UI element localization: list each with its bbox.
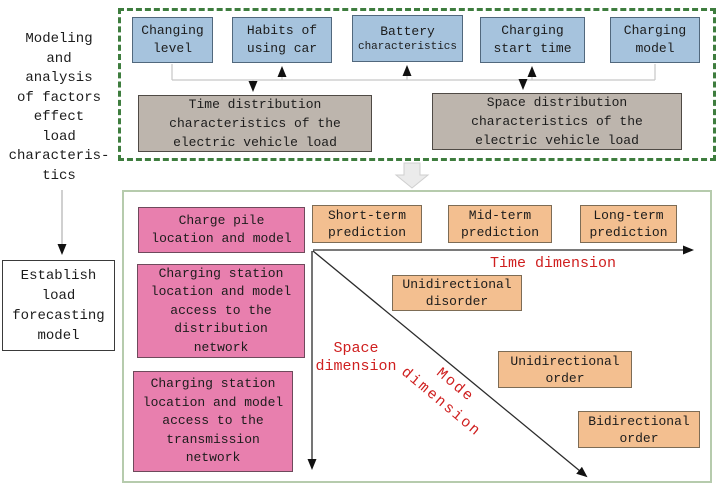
mode-box-bidirectional-order: Bidirectional order: [578, 411, 700, 448]
time-dimension-label: Time dimension: [489, 255, 617, 272]
factor-bus-lines: [171, 64, 656, 92]
space-box-label: Charging station location and model acce…: [150, 265, 292, 355]
factors-section-frame: [118, 8, 716, 161]
space-box-distribution-network: Charging station location and model acce…: [137, 264, 305, 358]
summary-label: Time distribution characteristics of the…: [169, 97, 341, 150]
time-box-label: Long-term prediction: [589, 208, 668, 240]
space-box-label: Charge pile location and model: [151, 212, 292, 247]
mode-box-label: Bidirectional order: [588, 413, 690, 446]
factor-box-battery-characteristics: Battery characteristics: [352, 15, 463, 62]
time-box-label: Mid-term prediction: [460, 208, 539, 240]
factor-label: Changing level: [141, 23, 204, 56]
page-title: Modeling and analysis of factors effect …: [8, 31, 110, 184]
mode-box-label: Unidirectional disorder: [402, 277, 512, 309]
mode-axis-arrow: [312, 250, 588, 478]
establish-load-forecasting-label: Establish load forecasting model: [12, 267, 105, 344]
factor-label: Battery: [380, 23, 435, 39]
time-box-long-term: Long-term prediction: [580, 205, 677, 243]
factor-sublabel: characteristics: [357, 40, 458, 53]
summary-box-space-distribution: Space distribution characteristics of th…: [432, 93, 682, 150]
factor-box-charging-model: Charging model: [610, 17, 700, 63]
space-box-charge-pile: Charge pile location and model: [138, 207, 305, 253]
factor-label: Habits of using car: [246, 23, 318, 56]
factor-label: Charging model: [623, 23, 687, 56]
space-box-transmission-network: Charging station location and model acce…: [133, 371, 293, 472]
summary-label: Space distribution characteristics of th…: [471, 95, 643, 148]
summary-box-time-distribution: Time distribution characteristics of the…: [138, 95, 372, 152]
factor-label: Charging start time: [493, 23, 572, 56]
establish-load-forecasting-box: Establish load forecasting model: [2, 260, 115, 351]
forecasting-section-frame: [122, 190, 712, 483]
space-dimension-label: Space dimension: [315, 340, 397, 375]
time-box-mid-term: Mid-term prediction: [448, 205, 552, 243]
factor-box-charging-start-time: Charging start time: [480, 17, 585, 63]
mode-box-label: Unidirectional order: [510, 353, 620, 386]
time-box-short-term: Short-term prediction: [312, 205, 422, 243]
down-block-arrow-icon: [394, 162, 430, 189]
mode-box-unidirectional-disorder: Unidirectional disorder: [392, 275, 522, 311]
factor-box-changing-level: Changing level: [132, 17, 213, 63]
space-box-label: Charging station location and model acce…: [142, 376, 284, 466]
factor-box-habits-of-using-car: Habits of using car: [232, 17, 332, 63]
mode-box-unidirectional-order: Unidirectional order: [498, 351, 632, 388]
time-box-label: Short-term prediction: [327, 208, 406, 240]
